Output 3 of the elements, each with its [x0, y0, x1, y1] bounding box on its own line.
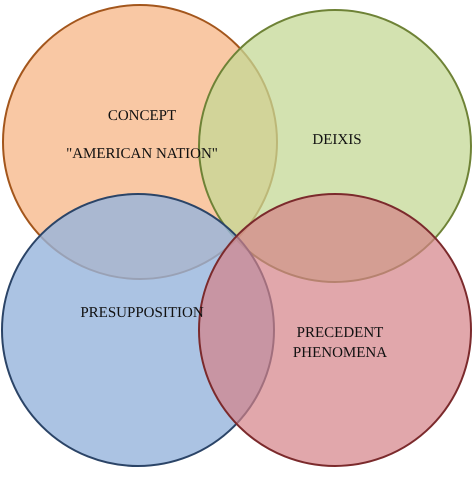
circle-label: PRECEDENT PHENOMENA [292, 324, 388, 363]
circle-label: CONCEPT [106, 107, 178, 126]
circle-label: DEIXIS [311, 131, 363, 150]
